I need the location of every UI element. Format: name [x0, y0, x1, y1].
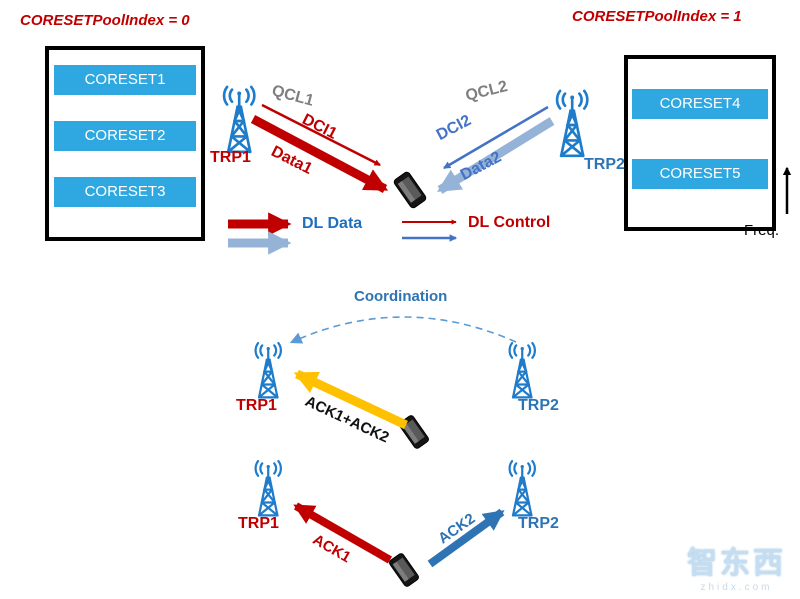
legend-dl-control-label: DL Control [468, 214, 551, 231]
coreset-pool1-box: CORESET4 CORESET5 [624, 55, 776, 231]
trp1-mid-tower-icon [254, 341, 282, 399]
trp1-mid-label: TRP1 [236, 397, 277, 414]
trp1-top-tower-icon [222, 85, 256, 154]
data1-arrow [250, 115, 389, 193]
watermark-domain: zhidx.com [700, 582, 773, 593]
watermark-brand: 智东西 [687, 547, 786, 580]
pool0-label: CORESETPoolIndex = 0 [20, 12, 190, 29]
coreset-pool0-box: CORESET1 CORESET2 CORESET3 [45, 46, 205, 241]
trp2-top-tower-icon [555, 89, 589, 158]
data2-arrow [437, 117, 555, 194]
dci1-arrow [261, 103, 381, 167]
trp1-bottom-label: TRP1 [238, 515, 279, 532]
ack2-arrow [427, 508, 505, 568]
freq-label: Freq. [744, 222, 780, 239]
legend-dl-data-label: DL Data [302, 215, 363, 232]
trp2-top-label: TRP2 [584, 156, 625, 173]
trp2-bottom-tower-icon [508, 459, 536, 517]
ack1-arrow [293, 502, 392, 564]
ue-bottom-phone-icon [387, 551, 421, 589]
trp2-mid-label: TRP2 [518, 397, 559, 414]
pool1-label: CORESETPoolIndex = 1 [572, 8, 742, 25]
coreset1-bar: CORESET1 [54, 65, 196, 95]
coreset4-bar: CORESET4 [632, 89, 768, 119]
coordination-label: Coordination [354, 288, 448, 305]
coreset2-bar: CORESET2 [54, 121, 196, 151]
coreset5-bar: CORESET5 [632, 159, 768, 189]
watermark: 智东西 zhidx.com [687, 538, 786, 593]
trp2-mid-tower-icon [508, 341, 536, 399]
coreset3-bar: CORESET3 [54, 177, 196, 207]
coordination-dashed-arc [289, 316, 517, 344]
ack1-ack2-arrow [293, 369, 408, 430]
trp1-bottom-tower-icon [254, 459, 282, 517]
ue-top-phone-icon [392, 170, 428, 210]
dci2-arrow [443, 105, 549, 170]
trp1-top-label: TRP1 [210, 149, 251, 166]
trp2-bottom-label: TRP2 [518, 515, 559, 532]
